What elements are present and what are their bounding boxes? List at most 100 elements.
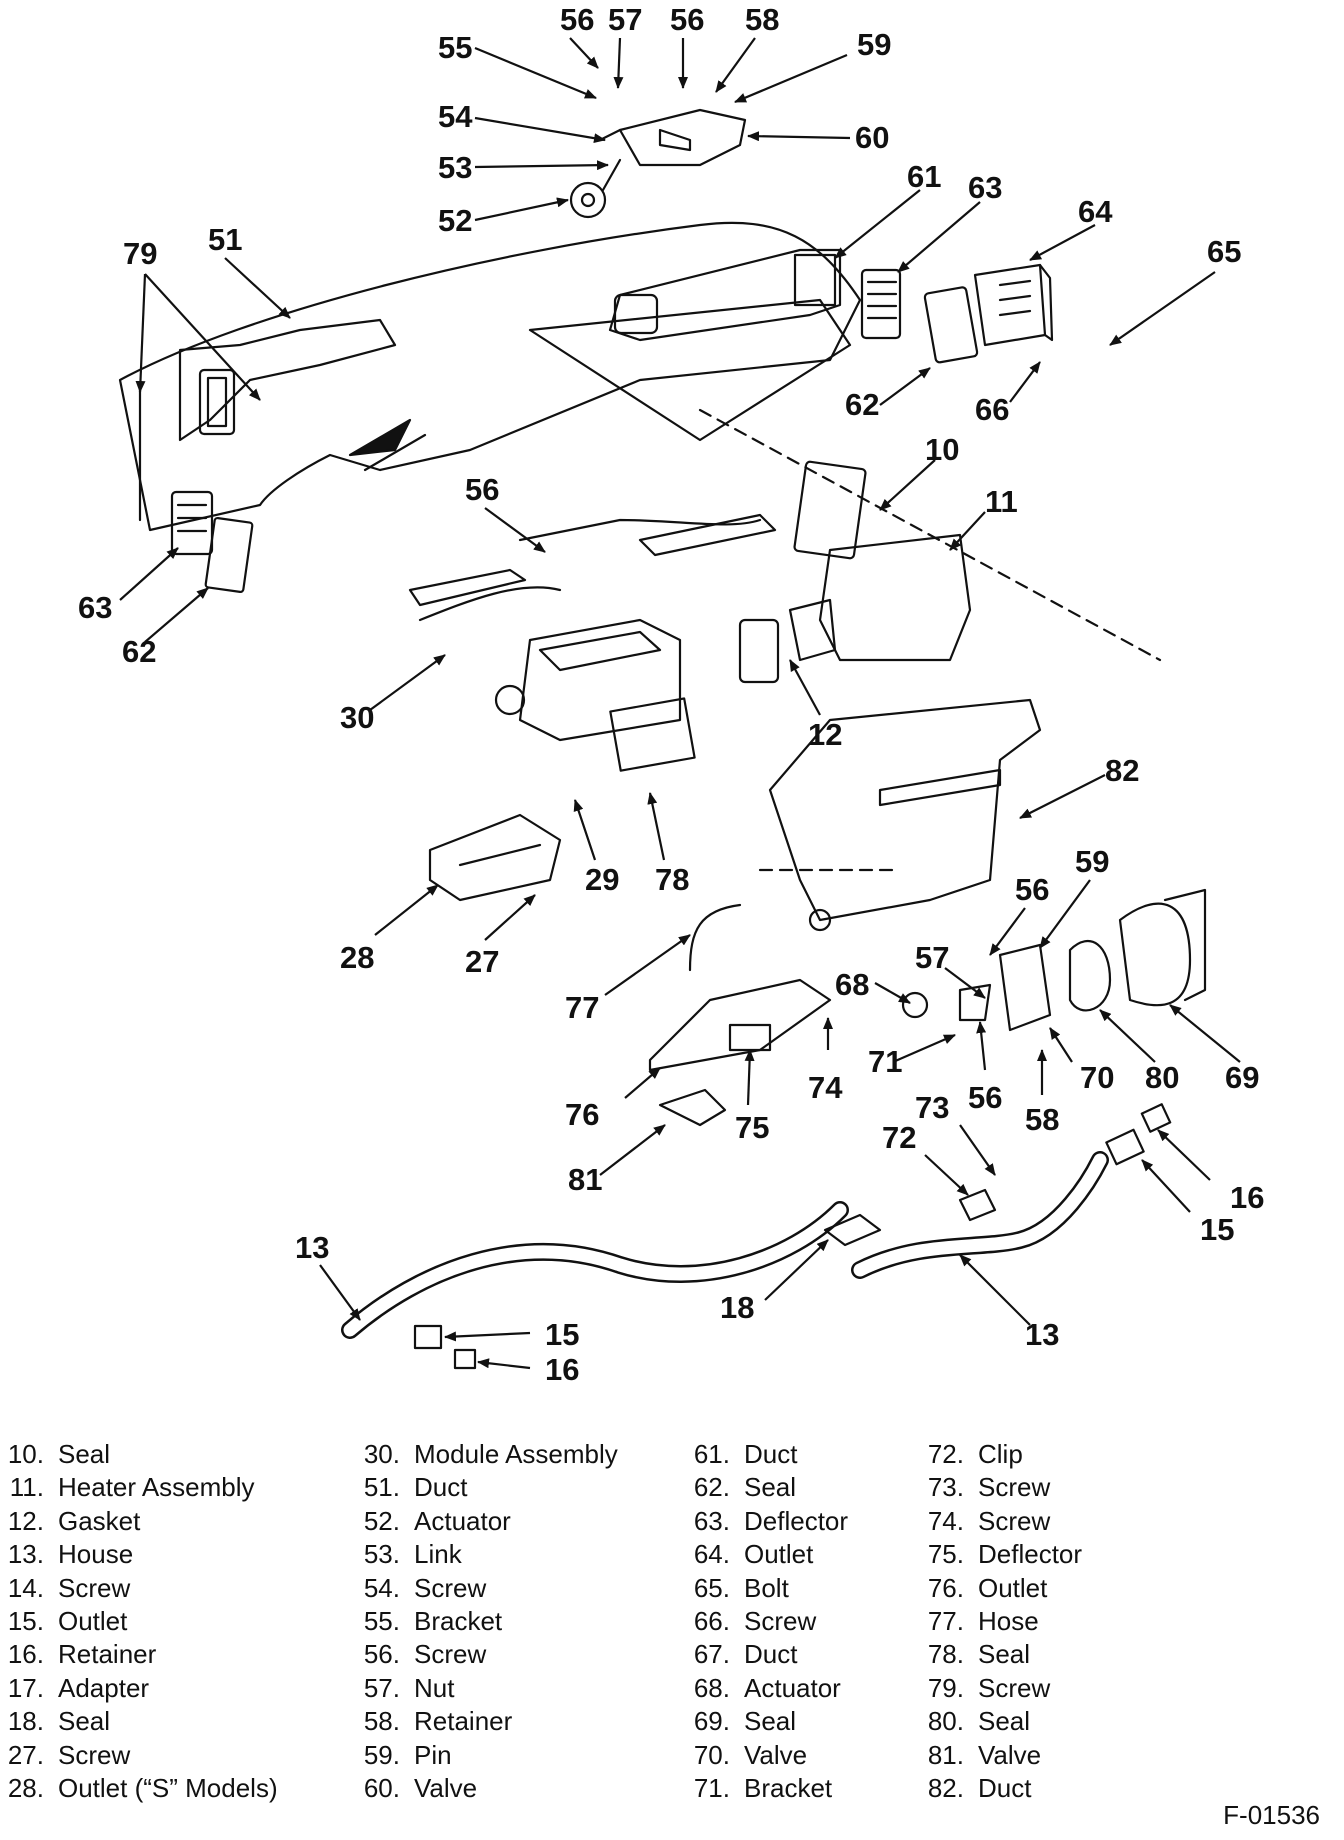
callout-62: 62 [122, 634, 156, 669]
legend-item: 30.Module Assembly [363, 1439, 618, 1469]
callout-61: 61 [907, 159, 941, 194]
callout-11: 11 [985, 484, 1018, 519]
callout-57: 57 [915, 940, 949, 975]
legend-item: 81.Valve [927, 1739, 1042, 1770]
outlet-64-part [973, 263, 1054, 347]
module-assembly-30-part [408, 513, 777, 742]
legend-item: 77.Hose [927, 1605, 1039, 1636]
legend-item: 66.Screw [693, 1605, 817, 1636]
callout-72: 72 [882, 1120, 916, 1155]
legend-item: 27.Screw [7, 1739, 131, 1770]
legend-column-2: 30.Module Assembly 51.Duct 52.Actuator 5… [356, 1438, 618, 1805]
house-13-part [341, 1201, 849, 1339]
callout-54: 54 [438, 99, 473, 134]
heater-assembly-11-part [788, 533, 972, 662]
outlet-15-right-part [1105, 1128, 1145, 1166]
callout-51: 51 [208, 222, 242, 257]
legend-item: 69.Seal [693, 1706, 797, 1737]
legend-item: 79.Screw [927, 1672, 1051, 1703]
legend-item: 12.Gasket [7, 1505, 141, 1536]
deflector-63-part [860, 268, 902, 340]
legend-item: 13.House [7, 1539, 134, 1570]
seal-62-part [923, 286, 979, 364]
figure-id: F-01536 [1223, 1800, 1320, 1830]
callout-28: 28 [340, 940, 374, 975]
legend-item: 82.Duct [927, 1772, 1032, 1803]
legend-item: 56.Screw [363, 1639, 487, 1670]
legend-item: 16.Retainer [7, 1639, 157, 1670]
legend-column-4: 72.Clip 73.Screw 74.Screw 75.Deflector 7… [920, 1438, 1082, 1805]
legend-item: 14.Screw [7, 1572, 131, 1603]
callout-13: 13 [295, 1230, 329, 1265]
retainer-16-right-part [1140, 1103, 1172, 1133]
seal-10-part [793, 460, 867, 560]
legend-item: 60.Valve [363, 1772, 478, 1803]
legend-item: 62.Seal [693, 1472, 797, 1503]
seal-18-part [823, 1213, 882, 1247]
instrument-panel-part [118, 221, 862, 532]
actuator-52-part [569, 181, 607, 219]
legend-column-3: 61.Duct 62.Seal 63.Deflector 64.Outlet 6… [686, 1438, 848, 1805]
callout-69: 69 [1225, 1060, 1259, 1095]
legend-item: 65.Bolt [693, 1572, 789, 1603]
callout-13: 13 [1025, 1317, 1059, 1352]
legend-item: 70.Valve [693, 1739, 808, 1770]
duct-61-part [608, 248, 842, 342]
legend-item: 75.Deflector [927, 1539, 1083, 1570]
callout-82: 82 [1105, 753, 1139, 788]
seal-69-part [1118, 902, 1192, 1007]
legend-item: 68.Actuator [693, 1672, 841, 1703]
callout-29: 29 [585, 862, 619, 897]
legend-item: 57.Nut [363, 1672, 455, 1703]
callout-58: 58 [1025, 1102, 1059, 1137]
legend-item: 78.Seal [927, 1639, 1031, 1670]
callout-81: 81 [568, 1162, 602, 1197]
callout-63: 63 [78, 590, 112, 625]
callout-64: 64 [1078, 194, 1113, 229]
callout-56: 56 [560, 2, 594, 37]
clip-72-part [958, 1188, 997, 1222]
parts-legend: 10.Seal 11.Heater Assembly 12.Gasket 13.… [0, 1438, 1344, 1803]
callout-57: 57 [608, 2, 642, 37]
callout-71: 71 [868, 1044, 902, 1079]
callout-79: 79 [123, 236, 157, 271]
outlet-15-lower-part [413, 1324, 443, 1350]
callout-59: 59 [1075, 844, 1109, 879]
legend-item: 28.Outlet (“S” Models) [7, 1772, 278, 1803]
legend-item: 63.Deflector [693, 1505, 849, 1536]
callout-75: 75 [735, 1110, 769, 1145]
callout-55: 55 [438, 30, 472, 65]
callout-27: 27 [465, 944, 499, 979]
valve-81-part [658, 1088, 727, 1127]
callout-60: 60 [855, 120, 889, 155]
callout-66: 66 [975, 392, 1009, 427]
legend-item: 64.Outlet [693, 1539, 814, 1570]
deflector-63-lower-part [170, 490, 214, 556]
callout-16: 16 [545, 1352, 579, 1387]
legend-item: 18.Seal [7, 1706, 111, 1737]
outlet-28-part [428, 813, 562, 902]
callout-18: 18 [720, 1290, 754, 1325]
gasket-12-part [738, 618, 780, 684]
seal-62-lower-part [204, 516, 254, 594]
callout-15: 15 [545, 1317, 579, 1352]
callout-68: 68 [835, 967, 869, 1002]
callout-76: 76 [565, 1097, 599, 1132]
legend-item: 76.Outlet [927, 1572, 1048, 1603]
legend-item: 71.Bracket [693, 1772, 833, 1803]
callout-15: 15 [1200, 1212, 1234, 1247]
legend-item: 58.Retainer [363, 1706, 513, 1737]
hose-77-part [688, 903, 742, 972]
legend-item: 55.Bracket [363, 1605, 503, 1636]
callout-58: 58 [745, 2, 779, 37]
exploded-view-diagram: 56 57 56 58 55 59 54 60 53 52 61 63 64 7… [78, 2, 1264, 1387]
callout-80: 80 [1145, 1060, 1179, 1095]
callout-74: 74 [808, 1070, 843, 1105]
legend-item: 59.Pin [363, 1739, 452, 1770]
legend-item: 11.Heater Assembly [9, 1472, 255, 1503]
legend-item: 67.Duct [693, 1639, 798, 1670]
legend-item: 72.Clip [927, 1439, 1023, 1469]
duct-51-part [178, 318, 397, 442]
callout-10: 10 [925, 432, 959, 467]
bracket-71-part [958, 983, 992, 1022]
